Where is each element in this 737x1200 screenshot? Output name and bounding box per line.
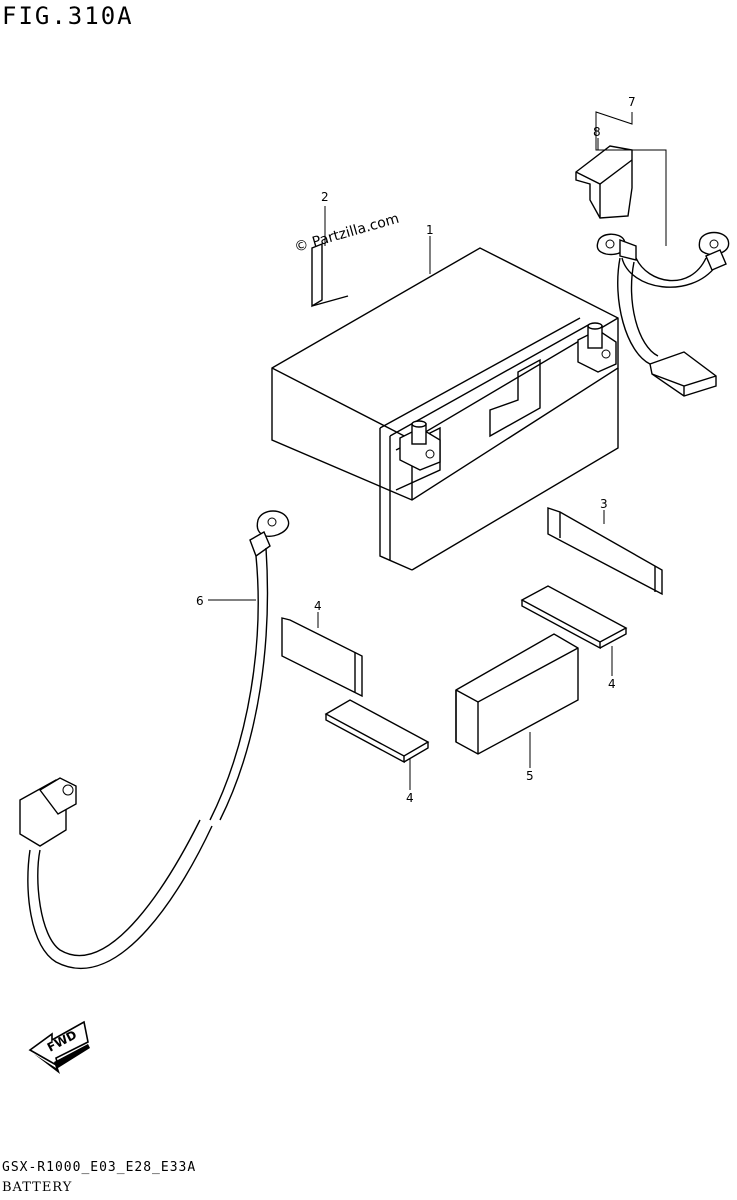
callout-2: 2: [321, 190, 329, 204]
model-code: GSX-R1000_E03_E28_E33A: [2, 1160, 197, 1175]
battery-terminal-positive[interactable]: [577, 322, 617, 373]
callout-8: 8: [593, 125, 601, 139]
callout-1: 1: [426, 223, 434, 237]
callout-5: 5: [526, 769, 534, 783]
battery-terminal-negative[interactable]: [399, 420, 441, 471]
callout-6: 6: [196, 594, 204, 608]
section-name: BATTERY: [2, 1180, 73, 1195]
fwd-arrow-icon: FWD: [28, 1020, 90, 1074]
terminal-cover[interactable]: [575, 145, 633, 219]
battery-pad-3[interactable]: [547, 507, 663, 596]
negative-cable[interactable]: [19, 510, 290, 970]
battery-label-strip[interactable]: [311, 242, 349, 308]
callout-4-left: 4: [314, 599, 322, 613]
battery[interactable]: [271, 247, 619, 571]
positive-cable[interactable]: [596, 231, 730, 397]
battery-case-5[interactable]: [455, 633, 579, 755]
figure-title: FIG.310A: [2, 2, 134, 30]
battery-pad-4-right[interactable]: [520, 585, 628, 650]
callout-3: 3: [600, 497, 608, 511]
callout-4-right: 4: [608, 677, 616, 691]
battery-pad-4-bottom[interactable]: [324, 699, 430, 764]
callout-7: 7: [628, 95, 636, 109]
watermark-text: © Partzilla.com: [293, 211, 401, 256]
battery-pad-4-left[interactable]: [281, 617, 363, 698]
callout-4-bottom: 4: [406, 791, 414, 805]
